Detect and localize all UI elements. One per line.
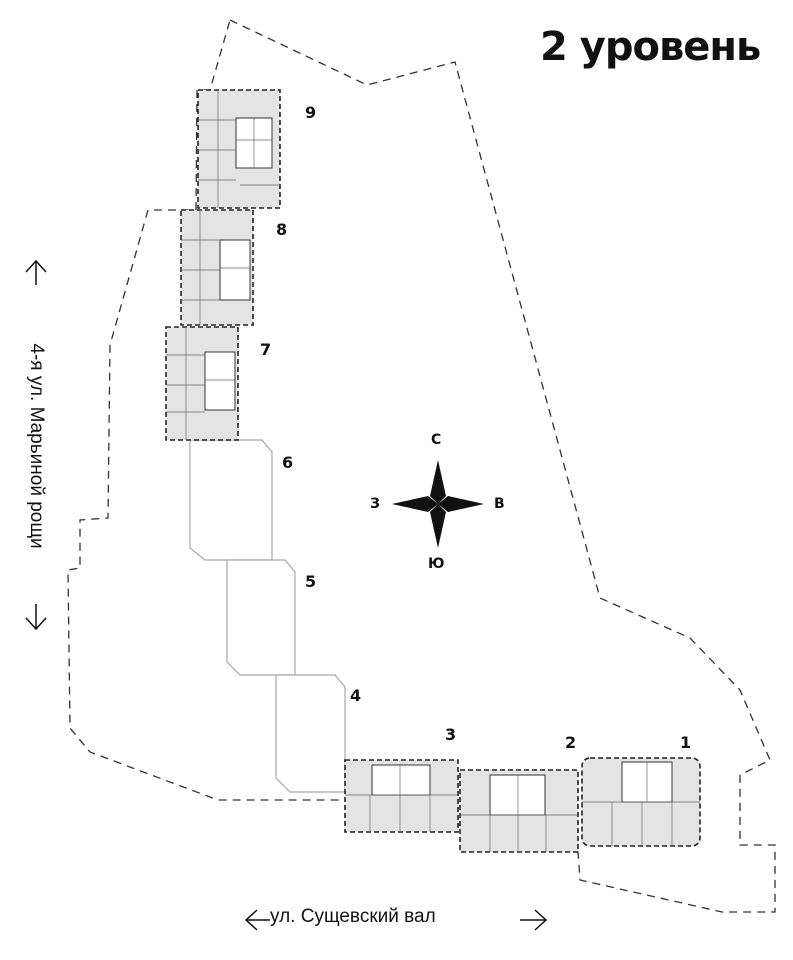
building-number-1: 1 <box>680 733 692 752</box>
building-number-4: 4 <box>350 686 362 705</box>
building-9-plan <box>197 89 281 209</box>
building-number-9: 9 <box>305 103 317 122</box>
building-6-outline <box>189 439 273 561</box>
compass-east-label: В <box>494 496 505 512</box>
building-number-6: 6 <box>282 453 294 472</box>
street-label-left: 4-я ул. Марьиной рощи <box>26 343 47 549</box>
building-number-7: 7 <box>260 340 272 359</box>
building-1-plan <box>581 757 701 847</box>
street-label-bottom: ул. Сущевский вал <box>270 906 436 927</box>
level-title: 2 уровень <box>540 24 761 70</box>
compass-north-label: С <box>431 432 442 448</box>
compass-west-label: З <box>370 496 380 512</box>
building-number-8: 8 <box>276 220 288 239</box>
building-4-outline <box>275 674 346 793</box>
building-5-outline <box>226 559 296 676</box>
building-number-5: 5 <box>305 572 317 591</box>
building-number-3: 3 <box>445 725 457 744</box>
site-boundary <box>67 19 776 913</box>
building-7-plan <box>165 326 239 441</box>
building-8-plan <box>180 209 254 326</box>
compass-rose <box>392 460 484 548</box>
building-3-plan <box>344 759 459 833</box>
building-number-2: 2 <box>565 733 577 752</box>
compass-south-label: Ю <box>428 556 445 572</box>
building-2-plan <box>459 769 579 853</box>
